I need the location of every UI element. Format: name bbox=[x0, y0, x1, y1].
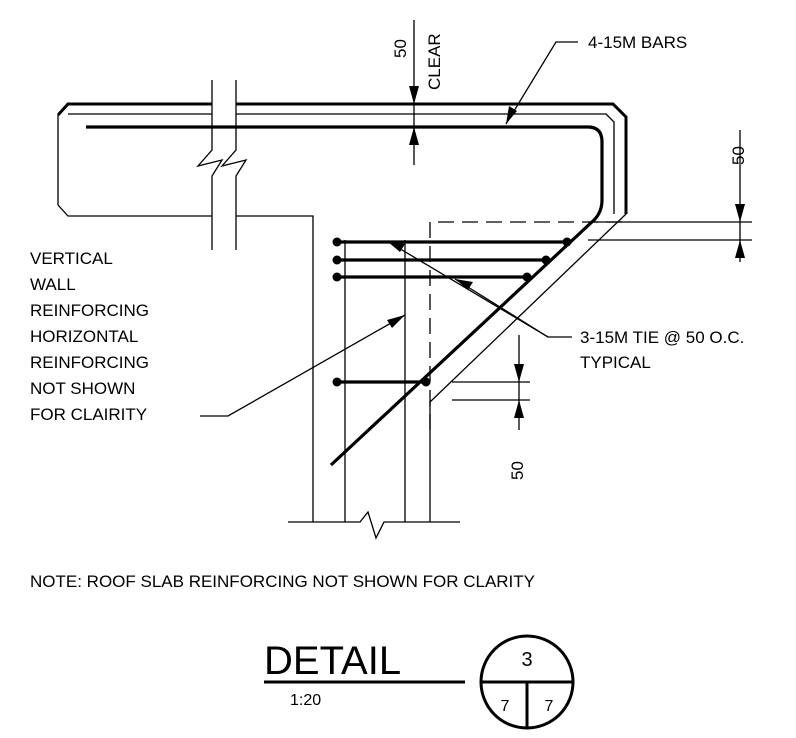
rebar-dot bbox=[541, 255, 551, 265]
note-line: HORIZONTAL bbox=[30, 327, 138, 346]
slab-inner-top-right bbox=[236, 113, 615, 214]
vertical-reinforcing-note: VERTICAL WALL REINFORCING HORIZONTAL REI… bbox=[30, 249, 149, 424]
arrow-down bbox=[735, 204, 745, 222]
concrete-outline bbox=[56, 102, 628, 522]
break-line-left bbox=[196, 80, 224, 250]
detail-scale: 1:20 bbox=[290, 692, 321, 709]
clear-text-label: CLEAR bbox=[425, 33, 444, 90]
bars-leader-line bbox=[505, 41, 578, 125]
bars-leader: 4-15M BARS bbox=[505, 33, 687, 125]
tie-leader-line-1 bbox=[386, 240, 572, 338]
rebar-dot bbox=[332, 377, 342, 387]
tie-leader-line-2 bbox=[454, 278, 549, 338]
general-note: NOTE: ROOF SLAB REINFORCING NOT SHOWN FO… bbox=[30, 572, 535, 591]
wall-bottom-break-line bbox=[288, 510, 460, 540]
note-line: WALL bbox=[30, 275, 76, 294]
note-line: NOT SHOWN bbox=[30, 379, 135, 398]
clear-value-label: 50 bbox=[391, 39, 410, 58]
reinforcing-bars bbox=[86, 125, 604, 467]
vertical-note-leader-line bbox=[200, 314, 406, 417]
arrow-up bbox=[735, 240, 745, 258]
bars-leader-arrow bbox=[506, 106, 517, 124]
slab-left-end bbox=[57, 115, 212, 217]
rebar-dot bbox=[522, 272, 532, 282]
rebar-dot bbox=[562, 237, 572, 247]
vertical-note-leader bbox=[200, 314, 406, 417]
tie-leader: 3-15M TIE @ 50 O.C. TYPICAL bbox=[386, 240, 744, 372]
slab-top-right bbox=[236, 102, 628, 214]
tie-label: 3-15M TIE @ 50 O.C. bbox=[580, 328, 744, 347]
rebar-dot bbox=[332, 272, 342, 282]
detail-title-block: DETAIL 1:20 3 7 7 bbox=[264, 634, 575, 730]
slab-break-lines bbox=[196, 80, 248, 250]
arrow-up bbox=[409, 127, 419, 145]
rebar-dot bbox=[421, 377, 431, 387]
dim-top-right-label: 50 bbox=[729, 146, 748, 165]
wall-hidden-line bbox=[429, 221, 626, 430]
haunch-edge bbox=[429, 213, 627, 403]
top-right-dimension: 50 bbox=[588, 130, 752, 262]
arrow-down bbox=[409, 86, 419, 104]
note-line: FOR CLAIRITY bbox=[30, 405, 147, 424]
wall-left-face bbox=[236, 215, 314, 522]
tie-leader-arrow-2 bbox=[455, 279, 473, 290]
note-line: REINFORCING bbox=[30, 353, 149, 372]
clear-cover-dimension: 50 CLEAR bbox=[391, 20, 444, 165]
tie-typical-label: TYPICAL bbox=[580, 353, 651, 372]
bars-label: 4-15M BARS bbox=[588, 33, 687, 52]
tie-leader-arrow-1 bbox=[387, 241, 405, 252]
top-bar-with-hook bbox=[86, 125, 604, 467]
bottom-dimension: 50 bbox=[452, 335, 530, 480]
note-line: REINFORCING bbox=[30, 301, 149, 320]
note-line: VERTICAL bbox=[30, 249, 113, 268]
sheet-left: 7 bbox=[501, 698, 510, 715]
slab-top-left bbox=[56, 102, 212, 117]
rebar-dot bbox=[332, 255, 342, 265]
detail-number: 3 bbox=[521, 649, 532, 671]
vertical-note-arrow bbox=[387, 315, 405, 328]
arrow-down bbox=[514, 364, 524, 382]
rebar-dot bbox=[332, 237, 342, 247]
sheet-right: 7 bbox=[545, 698, 554, 715]
arrow-up bbox=[514, 400, 524, 418]
dim-bottom-label: 50 bbox=[508, 461, 527, 480]
break-line-right bbox=[220, 80, 248, 250]
detail-title: DETAIL bbox=[264, 639, 401, 683]
